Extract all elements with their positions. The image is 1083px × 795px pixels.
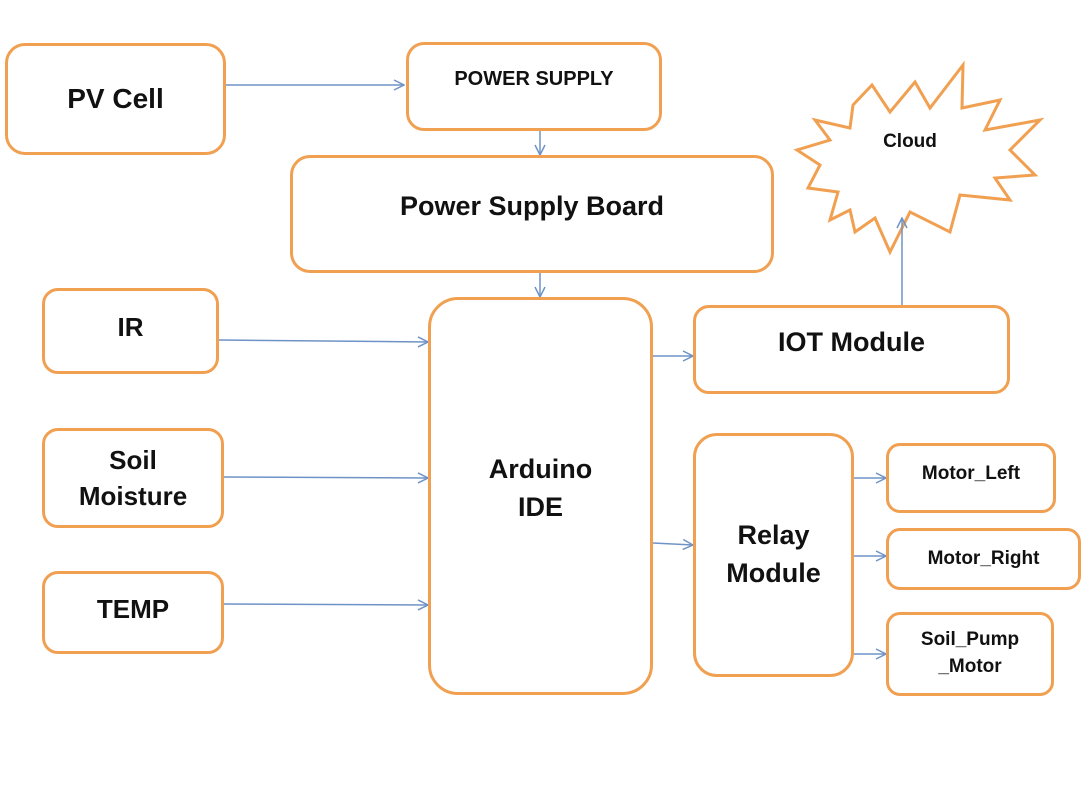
pv-cell-box: PV Cell <box>5 43 226 155</box>
soil-pump-motor-box: Soil_Pump _Motor <box>886 612 1054 696</box>
motor-right-box: Motor_Right <box>886 528 1081 590</box>
motor-left-box: Motor_Left <box>886 443 1056 513</box>
power-supply-box: POWER SUPPLY <box>406 42 662 131</box>
ir-box: IR <box>42 288 219 374</box>
iot-module-box: IOT Module <box>693 305 1010 394</box>
cloud-label: Cloud <box>883 131 937 152</box>
soil-moisture-box: Soil Moisture <box>42 428 224 528</box>
temp-box: TEMP <box>42 571 224 654</box>
arduino-ide-box: Arduino IDE <box>428 297 653 695</box>
relay-module-box: Relay Module <box>693 433 854 677</box>
power-supply-board-box: Power Supply Board <box>290 155 774 273</box>
